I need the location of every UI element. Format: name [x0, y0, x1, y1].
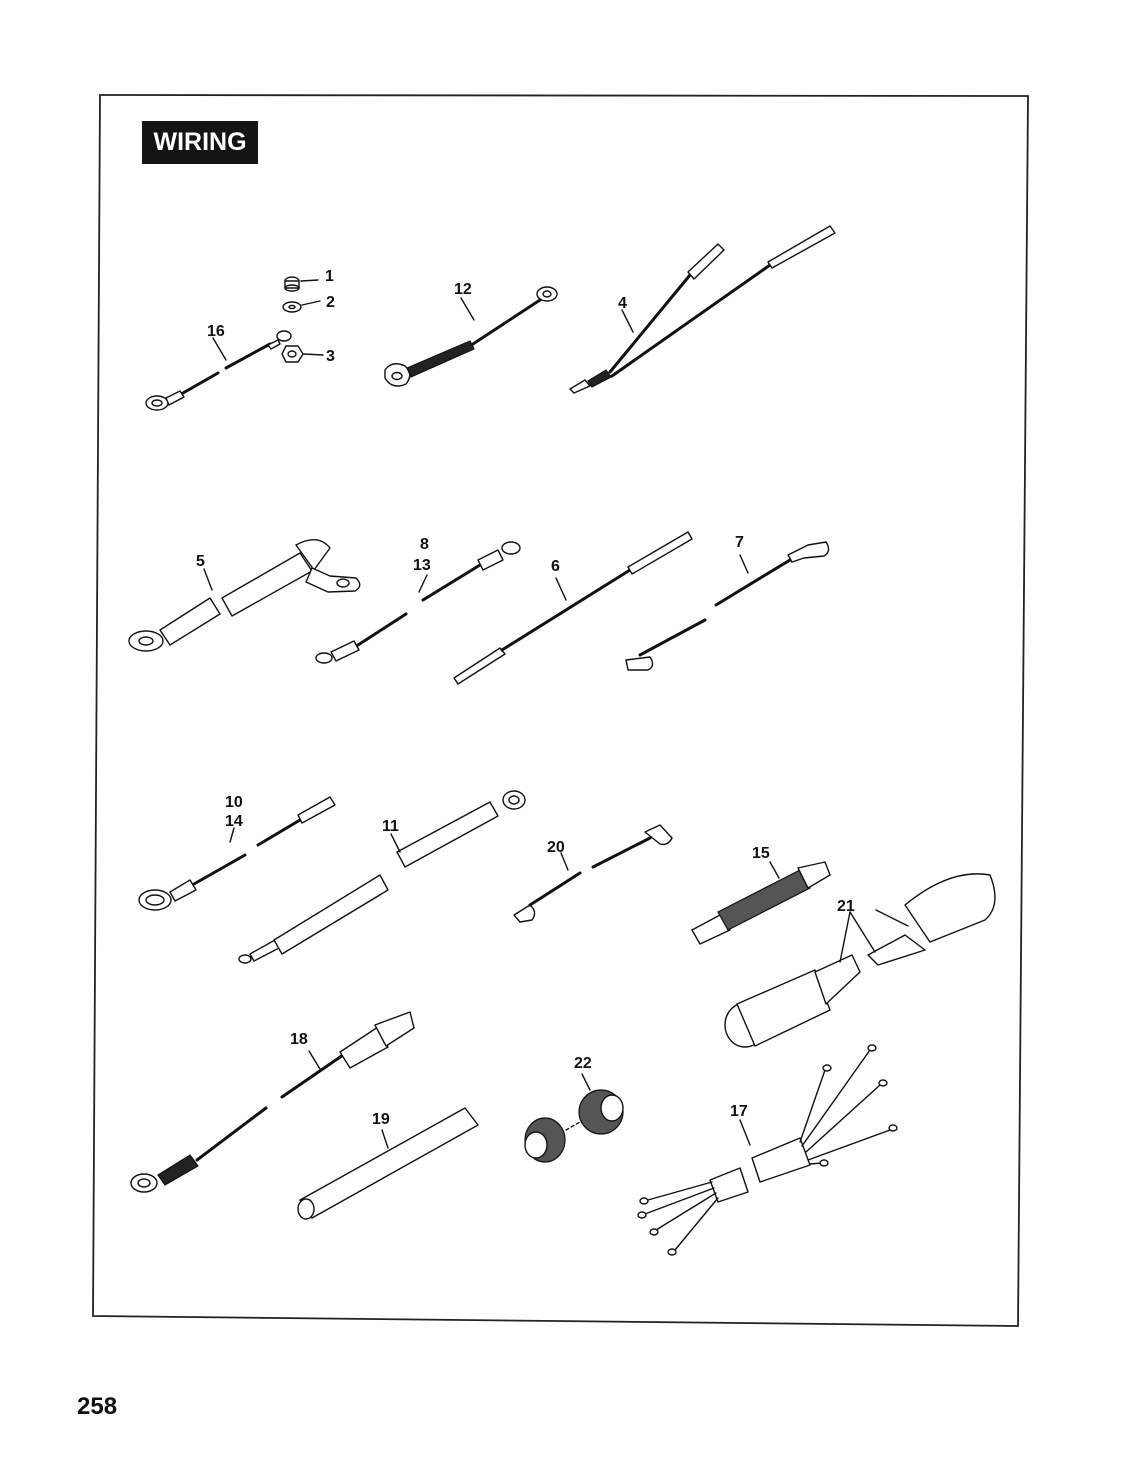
part-2-lockwasher [282, 300, 321, 313]
section-title: WIRING [142, 121, 258, 164]
part-18-connector-wire [130, 1011, 415, 1193]
part-8-13-wire [315, 541, 521, 664]
part-6-long-wire [453, 531, 693, 685]
part-7-wire [625, 541, 830, 671]
callout-4: 4 [618, 295, 627, 312]
callout-14: 14 [225, 813, 243, 830]
page-border [92, 94, 1029, 1327]
callout-17: 17 [730, 1103, 748, 1120]
callout-7: 7 [735, 534, 744, 551]
part-4-y-harness [569, 225, 836, 394]
part-22-plugs [524, 1073, 624, 1163]
part-21-boot-connector [724, 873, 996, 1048]
callout-20: 20 [547, 839, 565, 856]
part-1-screw [284, 276, 319, 292]
callout-13: 13 [413, 557, 431, 574]
part-11-cable [238, 790, 526, 964]
callout-3: 3 [326, 348, 335, 365]
callout-11: 11 [382, 818, 399, 835]
callout-16: 16 [207, 323, 225, 340]
callout-1: 1 [325, 268, 334, 285]
part-19-sleeve [297, 1107, 479, 1220]
callout-2: 2 [326, 294, 335, 311]
callout-19: 19 [372, 1111, 390, 1128]
callout-12: 12 [454, 281, 472, 298]
callout-18: 18 [290, 1031, 308, 1048]
part-3-nut [281, 345, 324, 363]
callout-8: 8 [420, 536, 429, 553]
callout-5: 5 [196, 553, 205, 570]
part-15-ground-strap [691, 861, 831, 945]
part-12-battery-cable [384, 286, 558, 387]
callout-22: 22 [574, 1055, 592, 1072]
page-number: 258 [77, 1393, 118, 1420]
callout-6: 6 [551, 558, 560, 575]
part-5-heavy-cable [128, 539, 361, 652]
callout-10: 10 [225, 794, 243, 811]
callout-21: 21 [837, 898, 855, 915]
callout-15: 15 [752, 845, 770, 862]
part-20-wire [513, 824, 673, 923]
part-10-14-wire [138, 796, 336, 911]
part-17-harness [637, 1044, 898, 1256]
part-16-ground-wire [145, 330, 292, 411]
